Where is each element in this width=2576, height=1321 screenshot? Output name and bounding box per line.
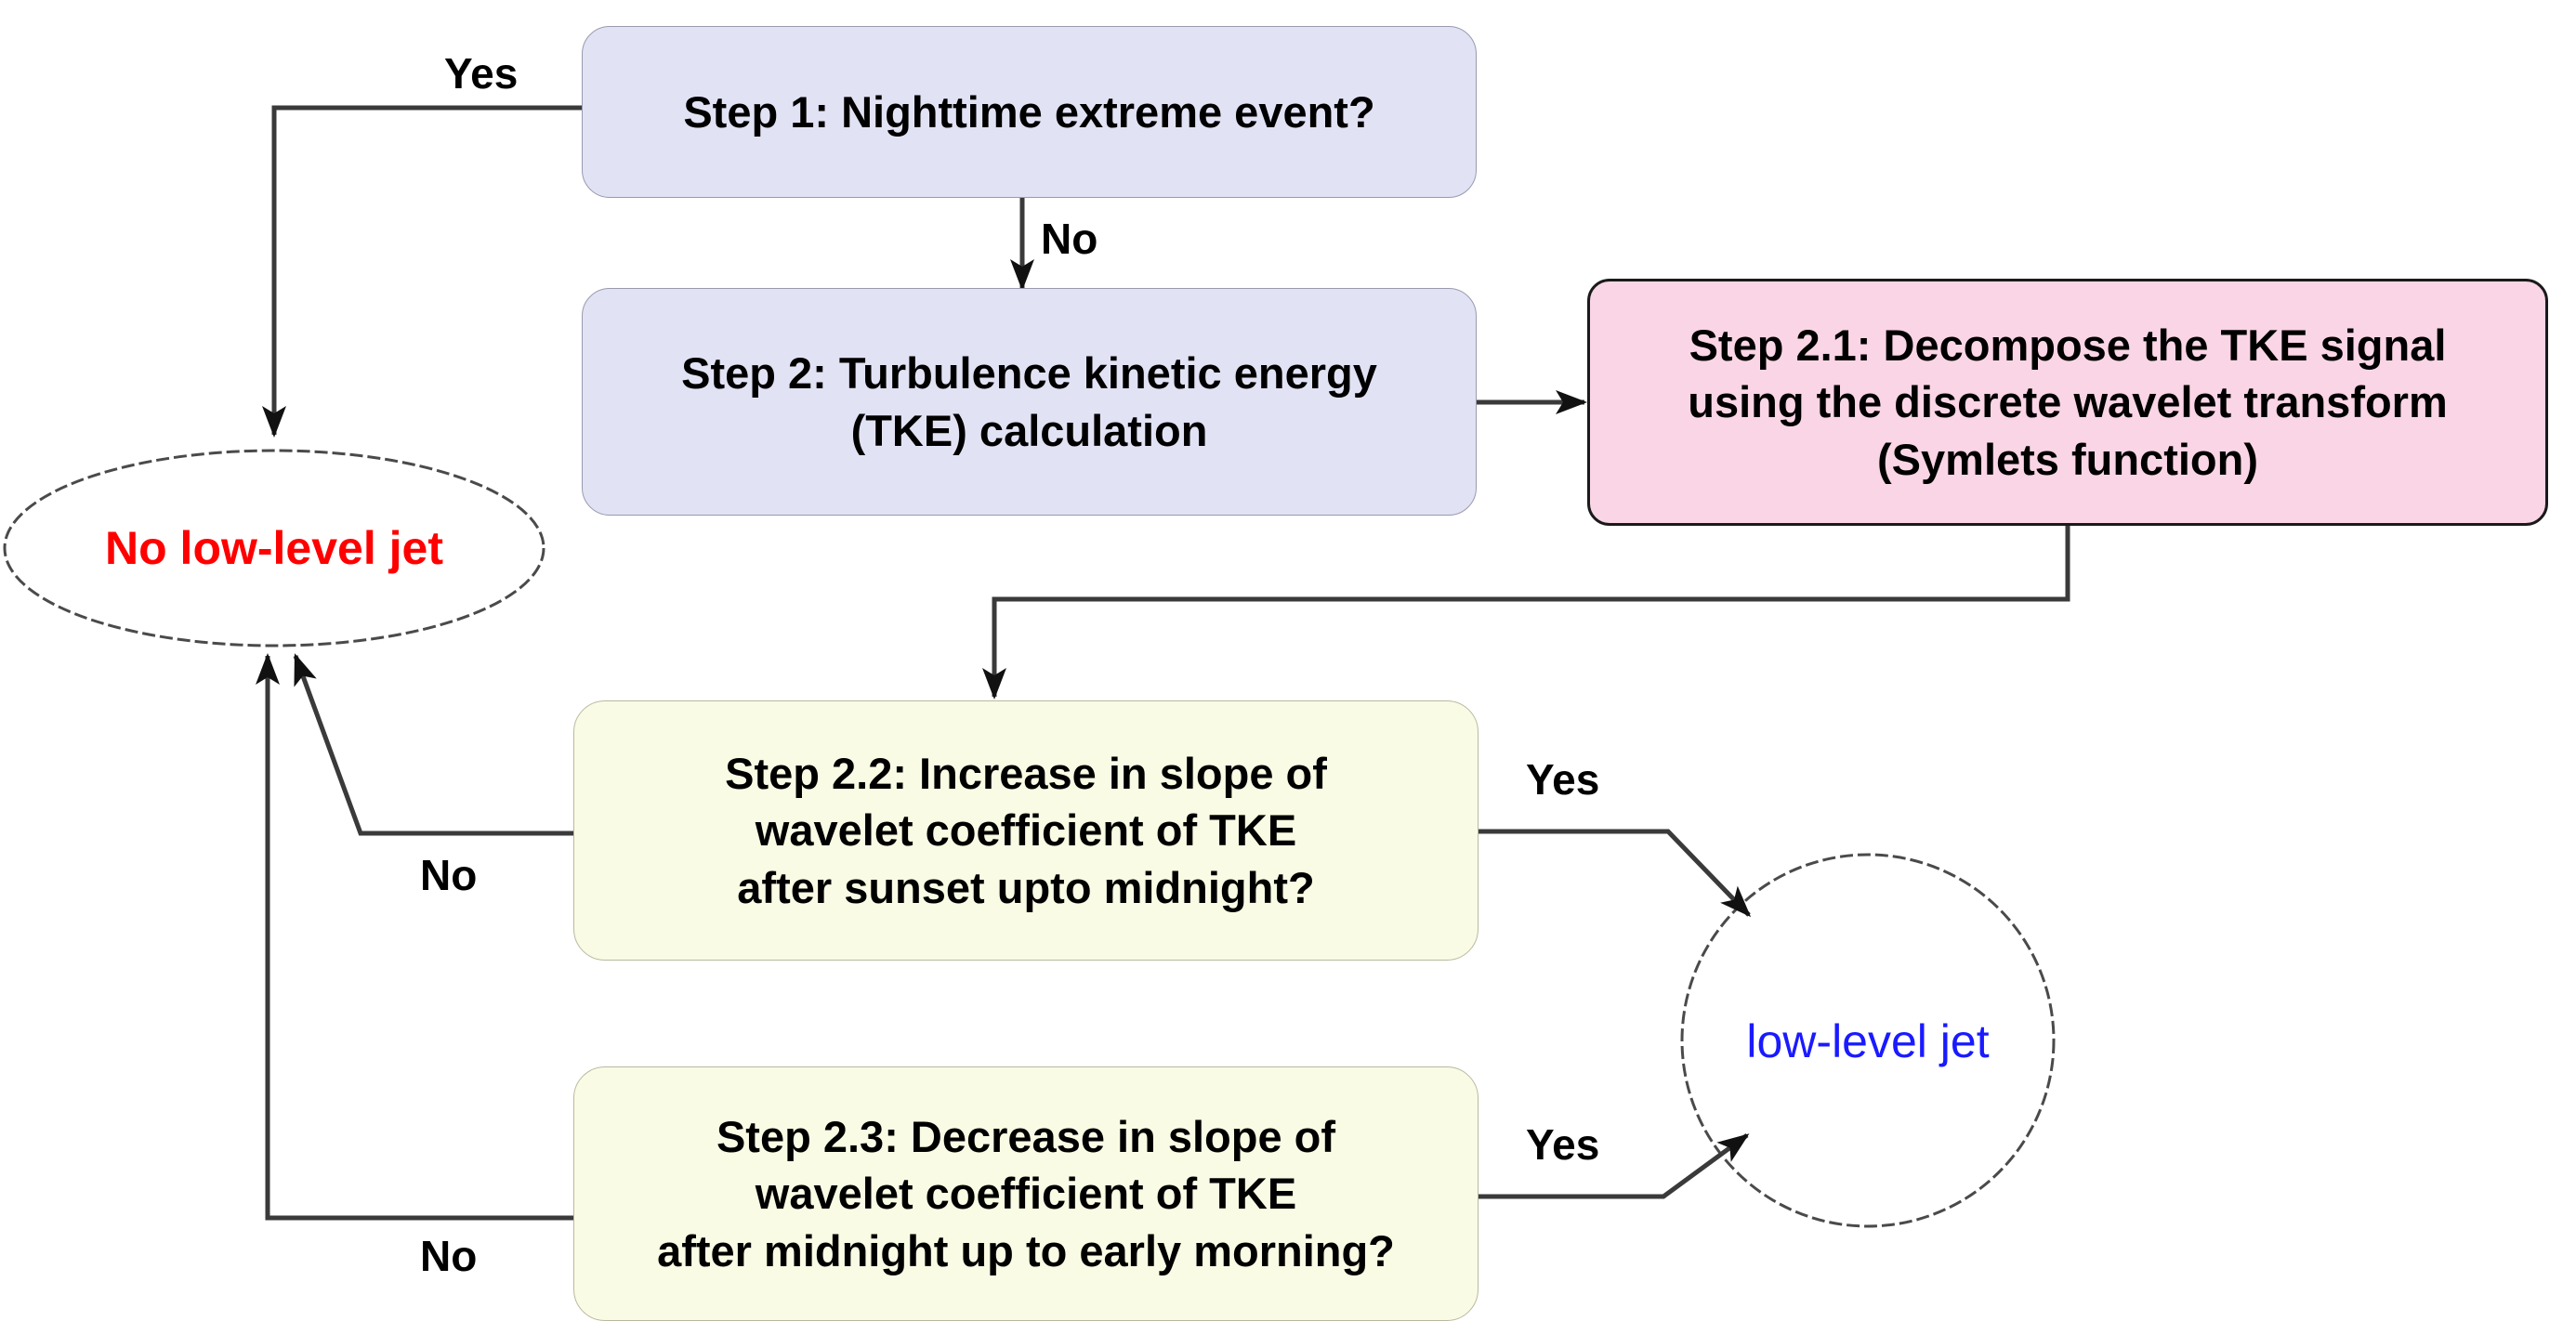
edge-label-step1-no-text: No xyxy=(1041,215,1098,263)
edge-step1-yes-to-no-jet xyxy=(262,105,582,438)
edge-step2-2-yes-to-jet xyxy=(1479,829,1752,918)
node-step2-label: Step 2: Turbulence kinetic energy (TKE) … xyxy=(681,348,1377,455)
edge-label-step1-yes: Yes xyxy=(444,48,518,98)
node-step1[interactable]: Step 1: Nighttime extreme event? xyxy=(582,26,1477,198)
node-step2-2[interactable]: Step 2.2: Increase in slope of wavelet c… xyxy=(573,700,1479,961)
no-low-level-jet-ellipse[interactable] xyxy=(3,449,545,647)
node-step2-3-label: Step 2.3: Decrease in slope of wavelet c… xyxy=(657,1112,1395,1275)
edge-label-step2-2-no: No xyxy=(420,850,477,900)
edge-label-step2-3-no-text: No xyxy=(420,1232,478,1280)
edge-label-step1-yes-text: Yes xyxy=(444,49,519,98)
edge-label-step2-3-yes-text: Yes xyxy=(1526,1120,1600,1169)
edge-label-step2-2-yes-text: Yes xyxy=(1526,755,1600,804)
edge-label-step2-2-no-text: No xyxy=(420,851,478,899)
edge-label-step2-3-yes: Yes xyxy=(1526,1119,1599,1170)
edge-step2-3-yes-to-jet xyxy=(1479,1132,1750,1199)
edge-step2-3-no-to-no-jet xyxy=(256,653,573,1221)
edge-step2-2-no-to-no-jet xyxy=(293,653,573,836)
low-level-jet-circle[interactable] xyxy=(1680,853,2056,1228)
node-step2[interactable]: Step 2: Turbulence kinetic energy (TKE) … xyxy=(582,288,1477,516)
node-step2-2-label: Step 2.2: Increase in slope of wavelet c… xyxy=(725,749,1327,912)
edge-label-step2-3-no: No xyxy=(420,1231,477,1281)
edge-step2-1-to-step2-2 xyxy=(982,525,2070,700)
node-step2-3[interactable]: Step 2.3: Decrease in slope of wavelet c… xyxy=(573,1066,1479,1321)
node-step2-1[interactable]: Step 2.1: Decompose the TKE signal using… xyxy=(1587,279,2548,526)
node-step1-label: Step 1: Nighttime extreme event? xyxy=(683,86,1375,137)
node-step2-1-label: Step 2.1: Decompose the TKE signal using… xyxy=(1688,320,2448,484)
edge-label-step1-no: No xyxy=(1041,214,1097,264)
edge-label-step2-2-yes: Yes xyxy=(1526,754,1599,804)
